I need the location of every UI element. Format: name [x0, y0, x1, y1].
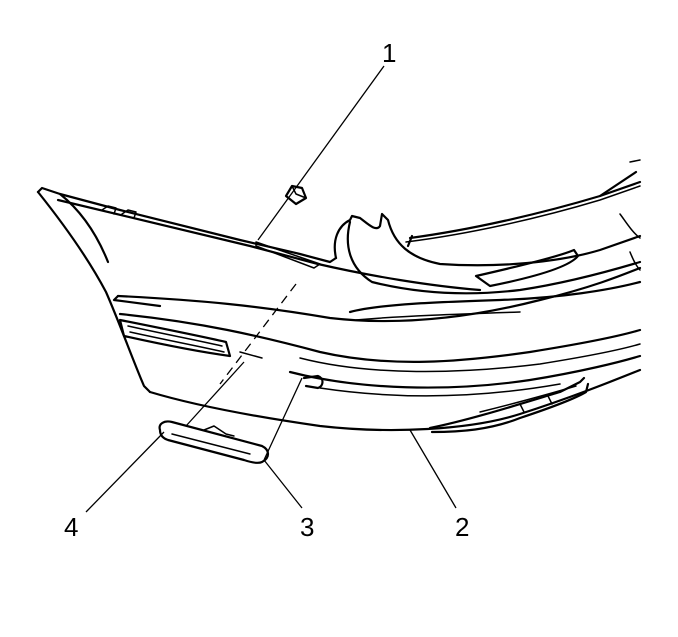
leader-line-1: [257, 65, 385, 241]
leader-line-2: [409, 429, 457, 509]
retainer-clip: [284, 184, 308, 206]
bumper-fascia: [36, 159, 642, 434]
callout-4: 4: [64, 512, 78, 542]
callout-2: 2: [455, 512, 469, 542]
leader-line-3: [263, 459, 303, 509]
leader-line-3-upper: [263, 377, 303, 461]
reflector-lamp: [158, 420, 270, 464]
alignment-line-clip: [219, 283, 297, 385]
leader-line-4-upper: [185, 361, 245, 427]
clip-mounting-plane: [255, 241, 321, 269]
leader-line-4: [85, 431, 165, 513]
callout-1: 1: [382, 38, 396, 68]
callout-3: 3: [300, 512, 314, 542]
